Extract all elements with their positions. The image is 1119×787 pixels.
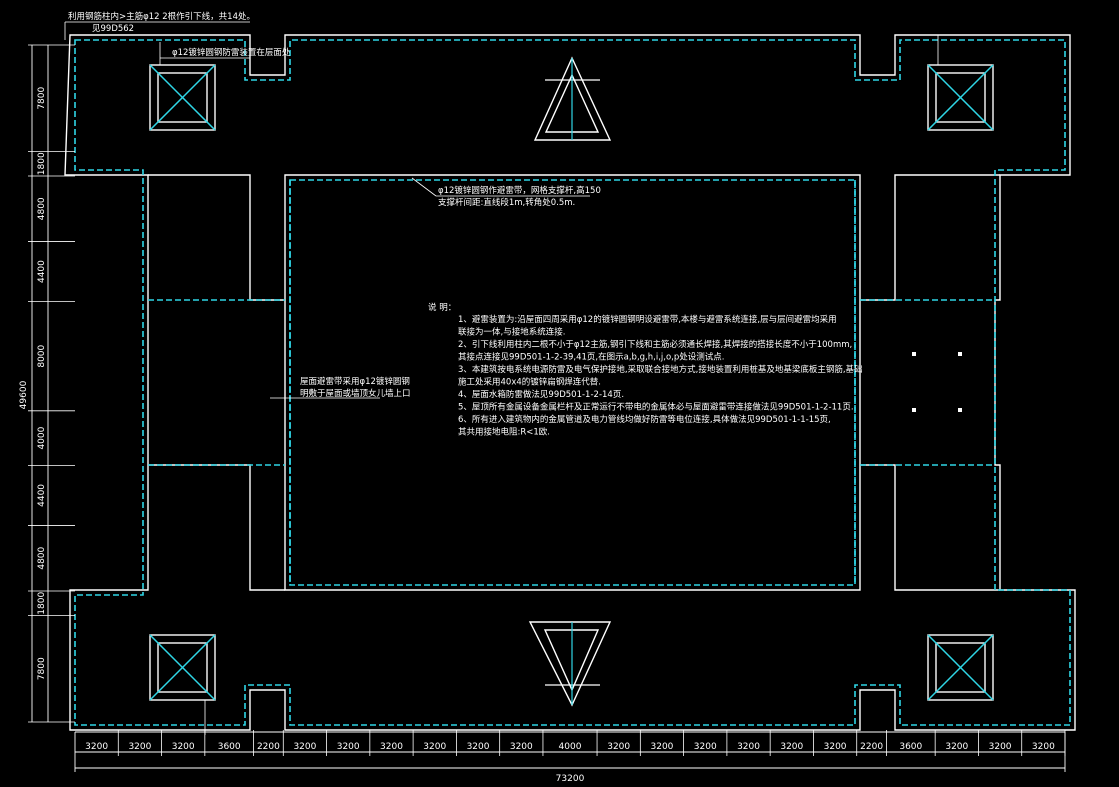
lightning-conductor-wings [148, 180, 995, 585]
notes-line: 联接为一体,与接地系统连接. [458, 327, 565, 338]
annotation-left-note-2: 明敷于屋面或墙顶女儿墙上口 [300, 388, 411, 399]
bottom-dimension-label: 3600 [899, 742, 922, 752]
left-dimension-label: 7800 [37, 657, 47, 680]
left-total-dimension: 49600 [19, 380, 29, 409]
equipment-markers [912, 352, 962, 412]
triangle-feature-top [533, 56, 612, 141]
annotation-left-note-1: 屋面避雷带采用φ12镀锌圆钢 [300, 376, 410, 387]
bottom-dimension-label: 2200 [257, 742, 280, 752]
building-outline [64, 34, 1076, 731]
notes-line: 5、屋顶所有金属设备金属栏杆及正常运行不带电的金属体必与屋面避雷带连接做法见99… [458, 402, 854, 413]
leader-lines [64, 21, 939, 735]
notes-line: 其接点连接见99D501-1-2-39,41页,在图示a,b,g,h,i,j,o… [458, 352, 724, 363]
lightning-conductor-outer [74, 39, 1071, 726]
bottom-dimension-label: 3200 [780, 742, 803, 752]
design-notes: 说 明： 1、避雷装置为:沿屋面四周采用φ12的镀锌圆钢明设避雷带,本楼与避雷系… [428, 302, 863, 438]
bottom-dimension-label: 3200 [1032, 742, 1055, 752]
annotation-roof-note-2: 支撑杆间距:直线段1m,转角处0.5m. [438, 197, 575, 208]
bottom-dimension-label: 3200 [651, 742, 674, 752]
bottom-dimension-label: 3200 [85, 742, 108, 752]
bottom-dimension-label: 3200 [607, 742, 630, 752]
left-dimension-label: 4800 [37, 546, 47, 569]
bottom-dimension-label: 3200 [694, 742, 717, 752]
bottom-dimension-label: 3200 [337, 742, 360, 752]
bottom-dimension-label: 3600 [218, 742, 241, 752]
left-dimension-label: 1800 [37, 152, 47, 175]
bottom-dimension-label: 3200 [467, 742, 490, 752]
bottom-dimension-label: 3200 [172, 742, 195, 752]
annotation-tower-note: φ12镀锌圆钢防雷装置在层面处 [172, 47, 291, 58]
annotation-top-ref: 见99D562 [92, 24, 134, 34]
left-dimension-label: 4400 [37, 260, 47, 283]
left-dimension-label: 4000 [37, 426, 47, 449]
bottom-dimension-chain: 73200 3200 3200 3200 3600 2200 3200 3200 3200 32… [74, 730, 1066, 784]
tower-top-left [149, 64, 216, 131]
left-dimension-chain: 49600 7800 1800 4800 4400 8000 4000 4400 4800 18… [19, 44, 75, 723]
bottom-total-dimension: 73200 [556, 774, 585, 784]
bottom-dimension-label: 3200 [423, 742, 446, 752]
notes-line: 4、屋面水箱防雷做法见99D501-1-2-14页. [458, 389, 624, 400]
notes-line: 施工处采用40x4的镀锌扁钢焊连代替. [458, 377, 601, 388]
notes-line: 1、避雷装置为:沿屋面四周采用φ12的镀锌圆钢明设避雷带,本楼与避雷系统连接,层… [458, 314, 837, 325]
bottom-dimension-label: 3200 [824, 742, 847, 752]
tower-bottom-left [149, 634, 216, 701]
annotation-roof-note-1: φ12镀锌圆钢作避雷带，网格支撑杆,高150 [438, 185, 601, 196]
notes-title: 说 明： [428, 302, 456, 313]
left-dimension-label: 4400 [37, 484, 47, 507]
bottom-dimension-label: 3200 [293, 742, 316, 752]
tower-bottom-right [927, 634, 994, 701]
notes-line: 其共用接地电阻:R<1欧. [458, 427, 550, 438]
right-wing-edge [860, 174, 1000, 591]
triangle-feature-bottom [528, 621, 612, 707]
bottom-dimension-label: 3200 [945, 742, 968, 752]
main-roof-edge [284, 174, 861, 591]
notes-line: 3、本建筑按电系统电源防雷及电气保护接地,采取联合接地方式,接地装置利用桩基及地… [458, 364, 863, 375]
left-dimension-label: 8000 [37, 344, 47, 367]
left-dimension-label: 1800 [37, 592, 47, 615]
bottom-dimension-label: 2200 [860, 742, 883, 752]
bottom-dimension-label: 4000 [559, 742, 582, 752]
left-dimension-label: 7800 [37, 87, 47, 110]
bottom-dimension-label: 3200 [510, 742, 533, 752]
notes-line: 2、引下线利用柱内二根不小于φ12主筋,钢引下线和主筋必须通长焊接,其焊接的搭接… [458, 339, 852, 350]
notes-line: 6、所有进入建筑物内的金属管道及电力管线均做好防雷等电位连接,具体做法见99D5… [458, 414, 831, 425]
annotation-top-downlead: 利用钢筋柱内>主筋φ12 2根作引下线，共14处。 [68, 11, 255, 22]
tower-top-right [927, 64, 994, 131]
bottom-dimension-label: 3200 [989, 742, 1012, 752]
left-dimension-label: 4800 [37, 197, 47, 220]
bottom-dimension-label: 3200 [380, 742, 403, 752]
bottom-dimension-label: 3200 [737, 742, 760, 752]
bottom-dimension-label: 3200 [128, 742, 151, 752]
